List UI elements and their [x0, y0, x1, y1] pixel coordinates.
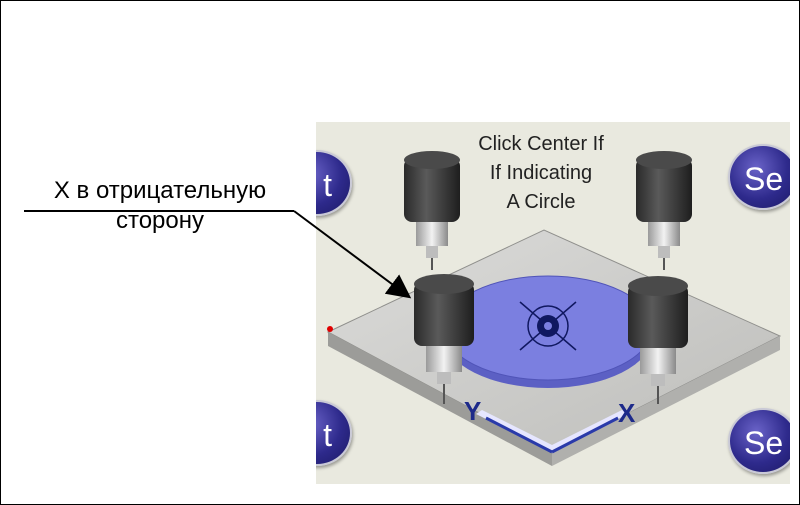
side-button-top-right[interactable]: Se — [728, 144, 790, 210]
axis-arrows — [476, 410, 628, 454]
center-instruction-button[interactable]: Click Center If If Indicating A Circle — [436, 130, 646, 217]
plate-front-left — [328, 332, 552, 466]
annotation-underline — [24, 210, 294, 212]
red-marker-dot — [327, 326, 333, 332]
probe-front-right — [628, 276, 688, 404]
annotation-line-1: X в отрицательную — [53, 177, 267, 204]
probe-screen-panel: t t Se Se Click Center If If Indicating … — [316, 122, 790, 484]
probe-back-left — [404, 151, 460, 270]
instruction-line-2: If Indicating — [489, 162, 593, 184]
probe-illustration — [326, 151, 782, 466]
probe-back-right — [636, 151, 692, 270]
instruction-line-3: A Circle — [506, 191, 576, 213]
plate-front-right — [552, 336, 780, 466]
side-button-bottom-right[interactable]: Se — [728, 408, 790, 474]
instruction-line-1: Click Center If — [478, 133, 604, 155]
probe-front-left — [414, 274, 474, 404]
x-axis-label: X — [618, 398, 636, 428]
y-axis-label: Y — [464, 396, 482, 426]
